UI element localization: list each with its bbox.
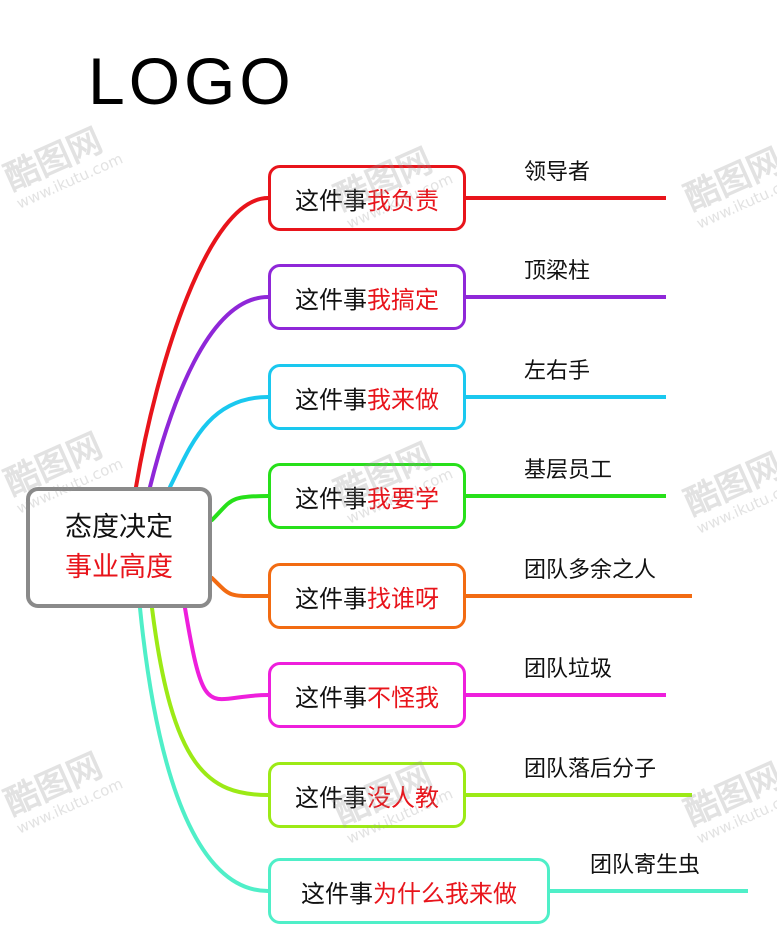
branch-node[interactable]: 这件事我要学 — [268, 463, 466, 529]
branch-label: 团队寄生虫 — [590, 853, 701, 878]
branch-node[interactable]: 这件事我负责 — [268, 165, 466, 231]
branch-node-prefix: 这件事 — [295, 783, 367, 812]
branch-label: 团队多余之人 — [524, 558, 657, 583]
branch-node-emphasis: 我负责 — [367, 186, 439, 215]
branch-node-prefix: 这件事 — [295, 484, 367, 513]
branch-node[interactable]: 这件事为什么我来做 — [268, 858, 550, 924]
branch-connector — [210, 576, 270, 599]
branch-node-emphasis: 不怪我 — [367, 683, 439, 712]
branch-node-emphasis: 我要学 — [367, 484, 439, 513]
root-node-line1: 态度决定 — [65, 511, 173, 543]
root-node[interactable]: 态度决定 事业高度 — [26, 487, 212, 608]
branch-label: 左右手 — [524, 359, 591, 384]
branch-node[interactable]: 这件事我搞定 — [268, 264, 466, 330]
branch-connector — [148, 295, 270, 489]
branch-label: 团队垃圾 — [524, 657, 613, 682]
root-node-line2: 事业高度 — [65, 551, 173, 583]
logo-text: LOGO — [88, 44, 295, 118]
branch-node-prefix: 这件事 — [295, 584, 367, 613]
branch-node[interactable]: 这件事不怪我 — [268, 662, 466, 728]
branch-node-emphasis: 我来做 — [367, 385, 439, 414]
branch-node-emphasis: 找谁呀 — [367, 584, 439, 613]
branch-node-emphasis: 我搞定 — [367, 285, 439, 314]
branch-label: 基层员工 — [524, 458, 613, 483]
branch-node-prefix: 这件事 — [295, 186, 367, 215]
branch-node[interactable]: 这件事没人教 — [268, 762, 466, 828]
branch-label: 团队落后分子 — [524, 757, 657, 782]
branch-connector — [138, 606, 270, 893]
branch-connector — [210, 494, 270, 522]
branch-node-prefix: 这件事 — [295, 285, 367, 314]
branch-connector — [183, 606, 270, 702]
branch-node[interactable]: 这件事我来做 — [268, 364, 466, 430]
branch-node-prefix: 这件事 — [295, 683, 367, 712]
branch-label: 领导者 — [524, 160, 591, 185]
branch-node[interactable]: 这件事找谁呀 — [268, 563, 466, 629]
branch-node-prefix: 这件事 — [295, 385, 367, 414]
branch-connector — [168, 395, 270, 489]
branch-node-emphasis: 为什么我来做 — [373, 879, 517, 908]
branch-connector — [134, 196, 270, 489]
branch-label: 顶梁柱 — [524, 259, 591, 284]
branch-node-prefix: 这件事 — [301, 879, 373, 908]
branch-node-emphasis: 没人教 — [367, 783, 439, 812]
branch-connector — [150, 606, 270, 797]
